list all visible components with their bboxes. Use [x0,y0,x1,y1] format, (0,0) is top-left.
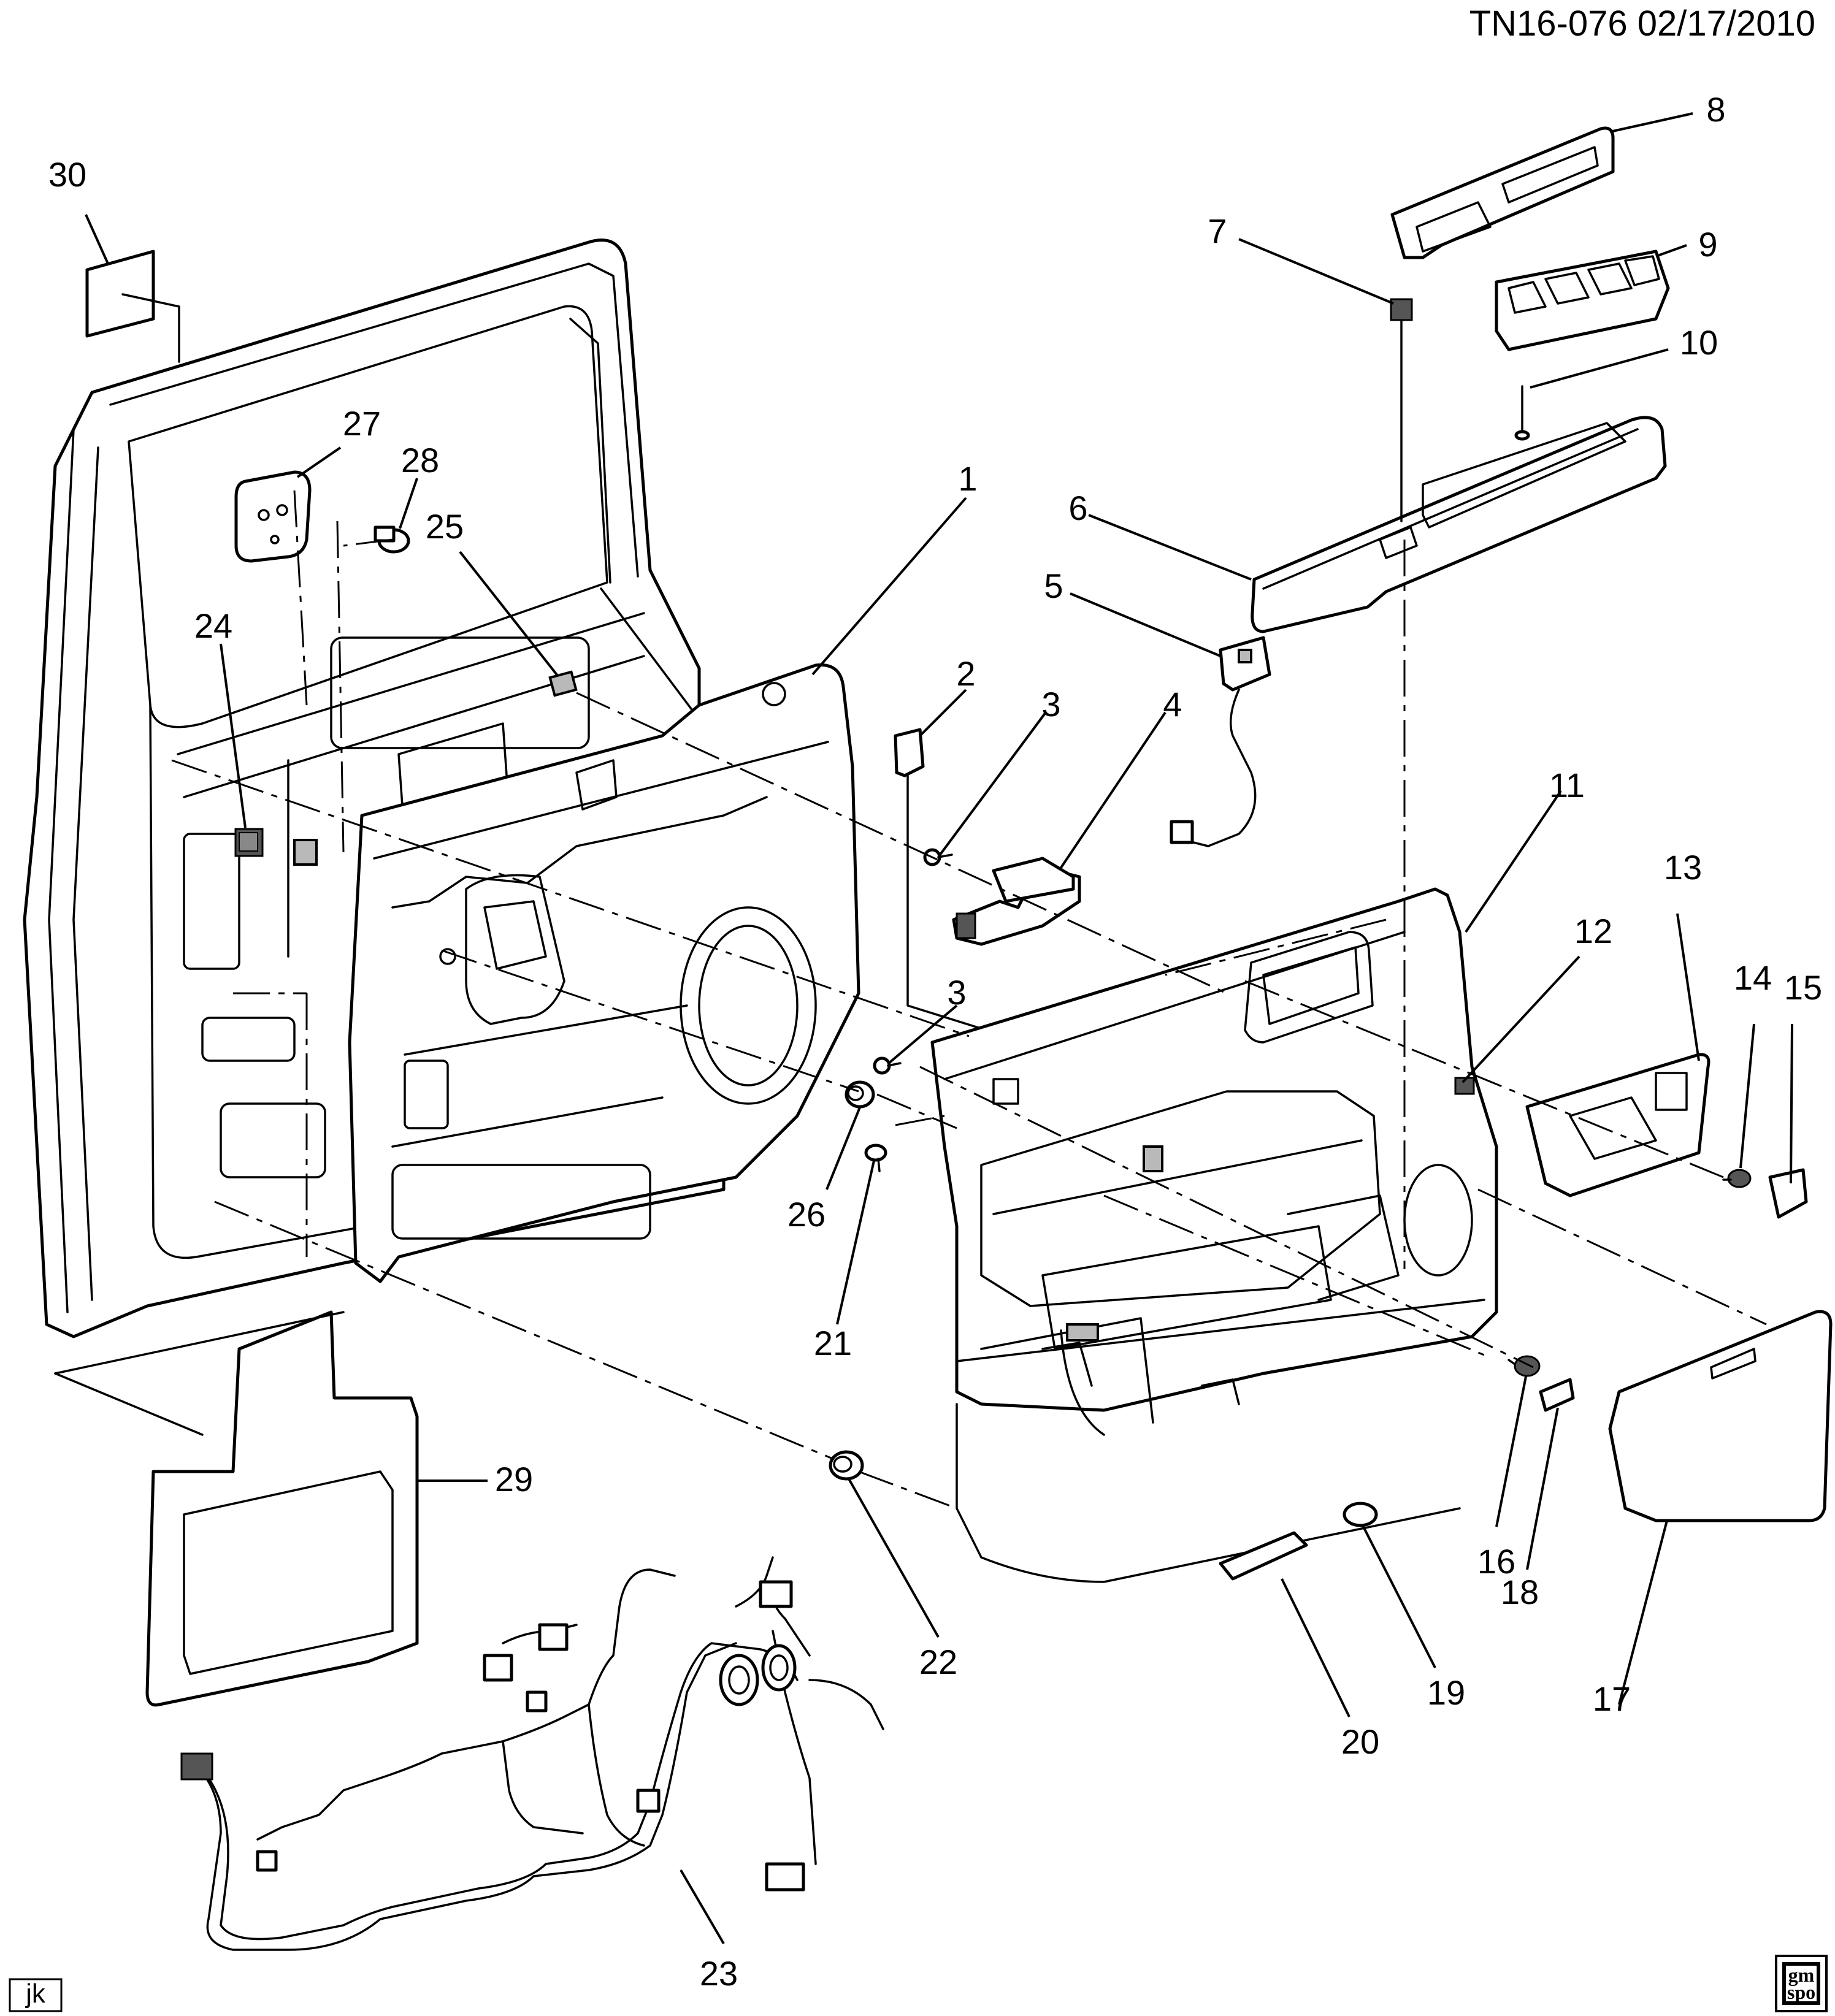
author-initials: jk [25,1979,46,2009]
callout-2: 2 [956,654,975,693]
callout-28: 28 [401,441,439,479]
leader-lines [85,112,1793,1945]
part-1-deflector [348,663,860,1283]
part-11-trim-panel [930,887,1498,1583]
gm-spo-logo: gm spo [1775,1955,1828,2012]
callout-3-lower: 3 [947,973,966,1012]
callout-17: 17 [1593,1679,1631,1718]
part-26-plug [845,1080,875,1109]
callout-1: 1 [958,459,977,498]
part-9-window-switch [1495,250,1670,351]
author-initials-box: jk [9,1978,63,2012]
callout-labels: 1 2 3 3 4 5 6 7 8 9 10 11 12 13 14 15 16… [48,90,1822,1993]
callout-16: 16 [1477,1542,1515,1581]
part-6-armrest [1251,416,1667,633]
part-27-access-cover [234,470,312,563]
part-17-speaker-grille [1608,1310,1833,1522]
part-15-cover [1768,1168,1808,1219]
logo-line-2: spo [1787,1981,1815,2003]
part-18-reflector [1539,1378,1575,1412]
callout-30: 30 [48,155,86,194]
part-8-switch-bezel [1390,126,1615,259]
part-19-bulb [1343,1502,1378,1527]
part-3-screw-upper [923,848,953,866]
part-21-retainer [864,1144,887,1172]
part-13-handle-bezel [1525,1053,1710,1197]
callout-15: 15 [1784,968,1822,1007]
callout-4: 4 [1163,685,1182,724]
part-10-screw [1514,385,1530,441]
alignment-lines [54,490,1767,1510]
callout-8: 8 [1706,90,1725,129]
part-20-lamp-lens [1219,1531,1308,1581]
callout-11: 11 [1549,766,1585,804]
callout-7: 7 [1208,212,1227,250]
part-3-screw-lower [873,1056,902,1075]
part-4-inside-handle [952,857,1081,946]
callout-27: 27 [343,404,381,443]
callout-10: 10 [1680,323,1718,362]
callout-20: 20 [1341,1722,1379,1761]
part-25-clip [548,670,578,697]
part-24-connector [234,828,264,857]
part-7-clip [1390,298,1413,522]
callout-21: 21 [814,1324,852,1362]
callout-23: 23 [700,1954,738,1993]
callout-24: 24 [194,606,232,645]
callout-29: 29 [495,1460,533,1499]
callout-19: 19 [1427,1673,1465,1712]
callout-25: 25 [426,507,464,546]
drawing-id: TN16-076 02/17/2010 [1469,4,1815,44]
callout-6: 6 [1068,489,1087,527]
part-30-label [85,250,180,363]
logo-line-1: gm [1788,1964,1815,1986]
callout-14: 14 [1734,958,1772,997]
part-23-wiring-harness [180,1556,884,1951]
part-5-switch [1170,636,1271,847]
callout-5: 5 [1044,567,1063,605]
part-16-push-pin [1507,1355,1541,1377]
callout-9: 9 [1698,225,1717,264]
callout-13: 13 [1664,848,1702,887]
part-14-screw [1722,1169,1752,1188]
part-22-grommet [829,1450,864,1481]
callout-3-upper: 3 [1041,685,1060,724]
callout-22: 22 [919,1643,957,1681]
callout-18: 18 [1501,1573,1539,1611]
part-29-insulator [145,1310,419,1707]
callout-12: 12 [1574,912,1612,950]
callout-26: 26 [787,1195,826,1234]
